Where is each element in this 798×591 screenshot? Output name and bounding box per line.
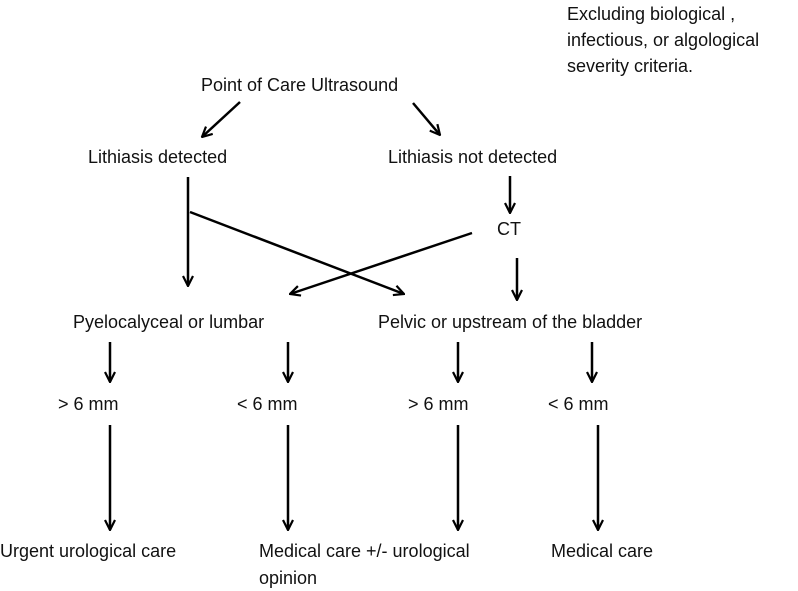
- arrows: [110, 101, 598, 530]
- note-line-1: Excluding biological ,: [567, 4, 735, 24]
- arrow-root-to-detected: [202, 101, 241, 137]
- node-ct: CT: [497, 219, 521, 239]
- node-size-lt6-a: < 6 mm: [237, 394, 298, 414]
- arrow-detected-to-pelvic: [189, 210, 404, 294]
- node-pyelocalyceal-or-lumbar: Pyelocalyceal or lumbar: [73, 312, 264, 332]
- node-lithiasis-not-detected: Lithiasis not detected: [388, 147, 557, 167]
- outcome-medical-care: Medical care: [551, 541, 653, 561]
- node-pelvic-or-upstream: Pelvic or upstream of the bladder: [378, 312, 642, 332]
- arrow-root-to-not-detected: [412, 102, 440, 135]
- node-point-of-care-ultrasound: Point of Care Ultrasound: [201, 75, 398, 95]
- node-lithiasis-detected: Lithiasis detected: [88, 147, 227, 167]
- outcome-medical-care-urological-opinion-line1: Medical care +/- urological: [259, 541, 470, 561]
- outcome-medical-care-urological-opinion-line2: opinion: [259, 568, 317, 588]
- arrow-ct-to-pyelocalyceal: [290, 231, 473, 294]
- node-size-gt6-b: > 6 mm: [408, 394, 469, 414]
- outcome-urgent-urological-care: Urgent urological care: [0, 541, 176, 561]
- node-size-lt6-b: < 6 mm: [548, 394, 609, 414]
- node-size-gt6-a: > 6 mm: [58, 394, 119, 414]
- note-line-2: infectious, or algological: [567, 30, 759, 50]
- criteria-note: Excluding biological , infectious, or al…: [567, 4, 759, 76]
- note-line-3: severity criteria.: [567, 56, 693, 76]
